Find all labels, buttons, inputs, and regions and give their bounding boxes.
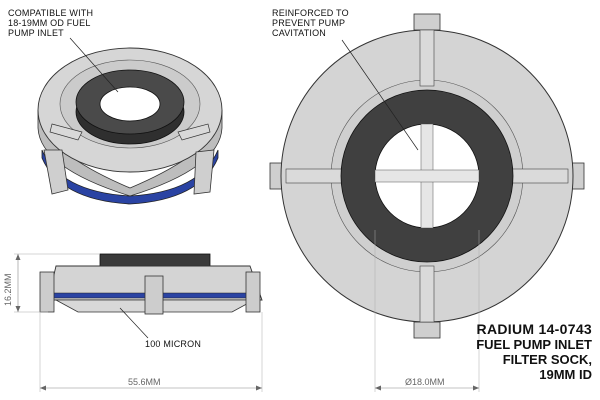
top-tab-north — [413, 13, 441, 31]
top-rib-east — [511, 168, 569, 184]
part-description-line2: FILTER SOCK, — [502, 352, 592, 367]
reinforced-callout-line1: REINFORCED TO — [272, 8, 349, 18]
iso-clip-back-right — [177, 123, 211, 141]
side-clip-center — [144, 275, 164, 315]
isometric-view — [37, 37, 223, 205]
part-description-line1: FUEL PUMP INLET — [476, 337, 592, 352]
reinforced-callout-line2: PREVENT PUMP — [272, 18, 345, 28]
reinforced-leader — [341, 39, 419, 151]
top-view — [269, 13, 585, 339]
compatible-callout-line3: PUMP INLET — [8, 28, 64, 38]
part-title-block: RADIUM 14-0743 FUEL PUMP INLET FILTER SO… — [476, 321, 592, 383]
compatible-callout-line1: COMPATIBLE WITH — [8, 8, 93, 18]
iso-clip-back — [49, 123, 83, 141]
micron-callout: 100 MICRON — [145, 339, 201, 349]
iso-grommet-hole — [99, 86, 161, 122]
top-rib-north — [419, 29, 435, 87]
diameter-dimension-label: Ø18.0MM — [405, 377, 445, 387]
compatible-leader — [69, 37, 119, 93]
width-dimension — [39, 312, 263, 392]
top-cross-horizontal — [374, 169, 480, 183]
iso-rim-side — [37, 109, 223, 197]
top-rib-south — [419, 265, 435, 323]
height-dimension — [14, 253, 100, 313]
top-tab-south — [413, 321, 441, 339]
part-number: RADIUM 14-0743 — [476, 321, 592, 337]
iso-mesh-band — [41, 149, 219, 205]
reinforced-callout-line3: CAVITATION — [272, 28, 326, 38]
part-description-line3: 19MM ID — [539, 367, 592, 382]
iso-clip-left — [43, 149, 69, 195]
side-clip-right — [245, 271, 261, 313]
compatible-callout-line2: 18-19MM OD FUEL — [8, 18, 91, 28]
top-rib-west — [285, 168, 343, 184]
diameter-dimension — [374, 230, 480, 392]
width-dimension-label: 55.6MM — [128, 377, 161, 387]
height-dimension-label: 16.2MM — [3, 273, 13, 306]
side-view — [39, 253, 263, 339]
micron-leader — [119, 307, 149, 339]
iso-clip-right — [193, 149, 215, 195]
side-clip-left — [39, 271, 55, 313]
side-grommet — [99, 253, 211, 267]
